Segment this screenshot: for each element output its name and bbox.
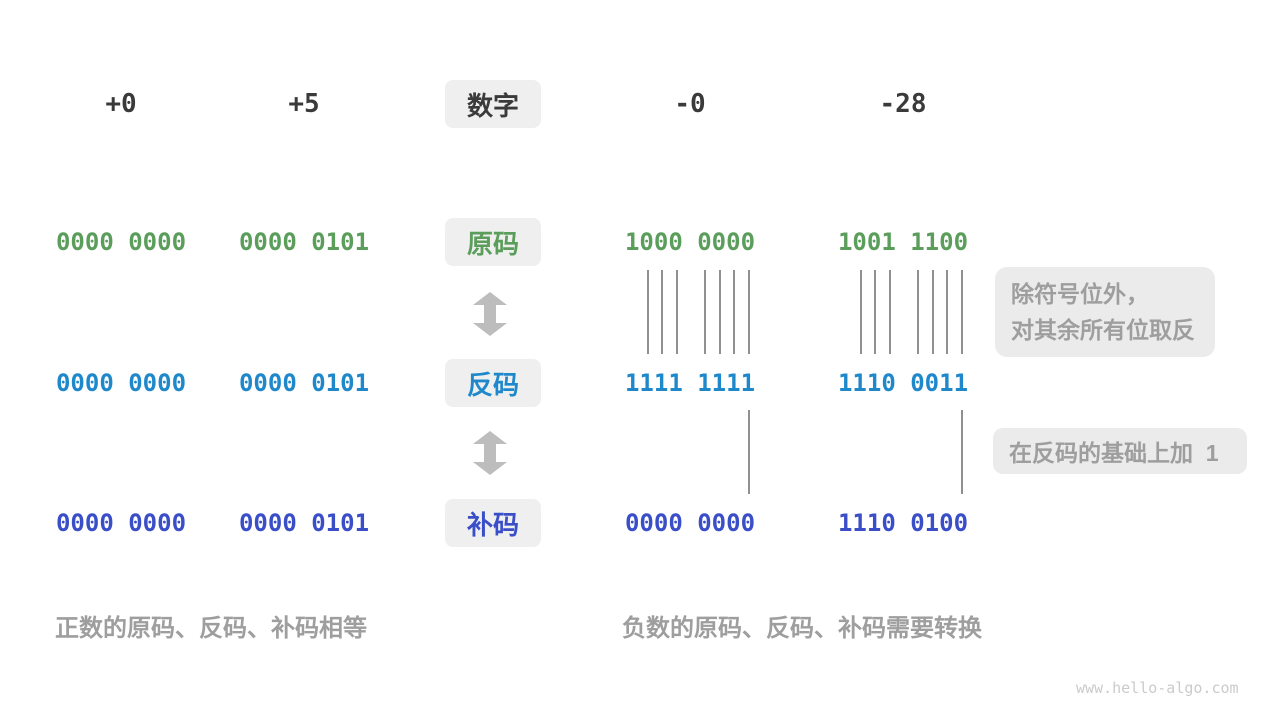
bit-tick-line <box>748 270 750 354</box>
bit-tick-line <box>860 270 862 354</box>
bit-tick-line <box>733 270 735 354</box>
annotation-invert-line1: 除符号位外， <box>1011 281 1149 307</box>
annotation-add-one-text: 在反码的基础上加 1 <box>1009 440 1219 466</box>
bit-tick-line <box>647 270 649 354</box>
sign-magnitude-label: 原码 <box>466 228 519 259</box>
bit-tick-line <box>932 270 934 354</box>
bit-tick-line <box>961 270 963 354</box>
sign-magnitude-label-box: 原码 <box>445 218 541 266</box>
caption-negative-numbers: 负数的原码、反码、补码需要转换 <box>622 615 982 642</box>
twos-complement-value-3: 0000 0000 <box>624 509 756 537</box>
bit-tick-line <box>661 270 663 354</box>
twos-complement-value-1: 0000 0000 <box>55 509 187 537</box>
header-value-minus-zero: -0 <box>674 89 706 119</box>
annotation-add-one: 在反码的基础上加 1 <box>993 428 1247 474</box>
header-value-plus-zero: +0 <box>105 89 137 119</box>
caption-positive-numbers: 正数的原码、反码、补码相等 <box>55 615 367 642</box>
annotation-invert-line2: 对其余所有位取反 <box>1011 317 1195 343</box>
bit-tick-line <box>946 270 948 354</box>
bit-tick-line <box>704 270 706 354</box>
sign-magnitude-value-3: 1000 0000 <box>624 228 756 256</box>
header-value-plus-five: +5 <box>288 89 320 119</box>
bit-tick-line <box>748 410 750 494</box>
twos-complement-value-2: 0000 0101 <box>238 509 370 537</box>
twos-complement-label: 补码 <box>466 509 519 540</box>
sign-magnitude-value-2: 0000 0101 <box>238 228 370 256</box>
bit-tick-line <box>874 270 876 354</box>
twos-complement-value-4: 1110 0100 <box>837 509 969 537</box>
bit-tick-line <box>961 410 963 494</box>
bit-tick-line <box>719 270 721 354</box>
ones-complement-value-1: 0000 0000 <box>55 369 187 397</box>
bit-tick-line <box>917 270 919 354</box>
ones-complement-value-3: 1111 1111 <box>624 369 756 397</box>
bit-tick-line <box>889 270 891 354</box>
sign-magnitude-value-4: 1001 1100 <box>837 228 969 256</box>
sign-magnitude-value-1: 0000 0000 <box>55 228 187 256</box>
ones-complement-value-2: 0000 0101 <box>238 369 370 397</box>
ones-complement-value-4: 1110 0011 <box>837 369 969 397</box>
header-label: 数字 <box>466 90 519 121</box>
twos-complement-label-box: 补码 <box>445 499 541 547</box>
ones-complement-label: 反码 <box>466 369 519 400</box>
ones-complement-label-box: 反码 <box>445 359 541 407</box>
header-value-minus-28: -28 <box>879 89 927 119</box>
double-arrow-icon <box>473 292 507 336</box>
watermark-url: www.hello-algo.com <box>1076 679 1239 697</box>
bit-tick-line <box>676 270 678 354</box>
header-label-box: 数字 <box>445 80 541 128</box>
double-arrow-icon <box>473 431 507 475</box>
annotation-invert-bits: 除符号位外， 对其余所有位取反 <box>995 267 1215 357</box>
